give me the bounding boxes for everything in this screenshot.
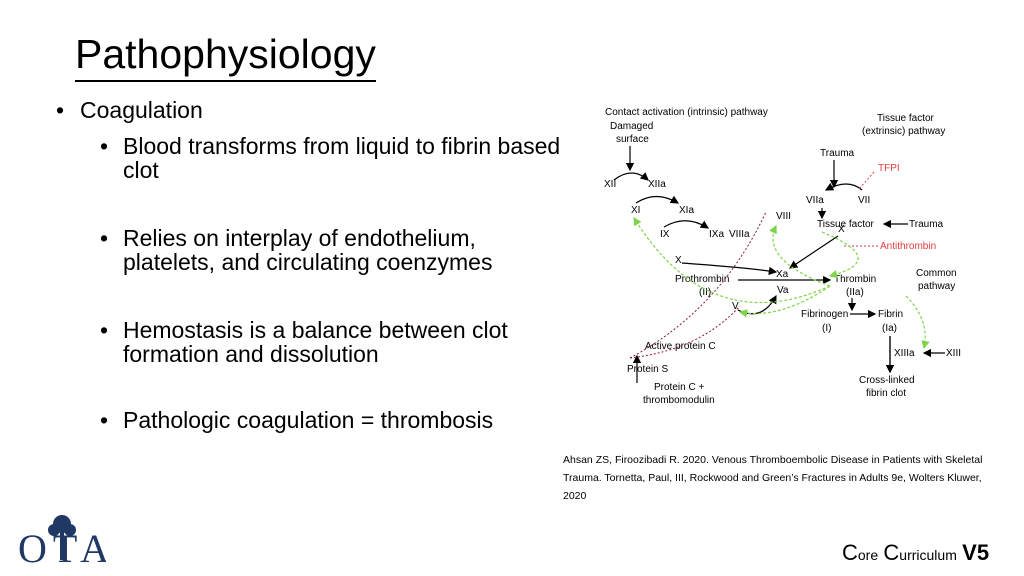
sub-bullet-thrombosis: •Pathologic coagulation = thrombosis	[100, 407, 494, 433]
label-trauma-right: Trauma	[909, 219, 944, 230]
label-ix: IX	[660, 229, 670, 240]
label-damaged-surface: Damaged	[610, 121, 653, 132]
arrow-xi-to-xia	[635, 195, 680, 204]
label-x-left: X	[675, 255, 682, 266]
label-extrinsic-pathway-2: (extrinsic) pathway	[862, 126, 945, 137]
slide-title: Pathophysiology	[75, 28, 376, 82]
label-damaged-surface-2: surface	[616, 134, 649, 145]
label-xii: XII	[604, 179, 616, 190]
arrow-x-right-to-xa	[789, 235, 839, 269]
bullet-dot: •	[100, 133, 109, 159]
label-viii: VIII	[776, 211, 791, 222]
label-protein-c-2: thrombomodulin	[643, 395, 715, 406]
label-ixa: IXa	[709, 229, 724, 240]
label-crosslinked-clot: Cross-linked	[859, 375, 915, 386]
label-xa: Xa	[776, 269, 789, 280]
core-curriculum-label: Core Curriculum V5	[842, 540, 990, 565]
label-crosslinked-clot-2: fibrin clot	[866, 388, 906, 399]
label-ia: (Ia)	[882, 323, 897, 334]
ota-logo: OTA	[18, 515, 106, 568]
feedback-from-tissue-factor	[821, 231, 859, 279]
arrow-vii-to-viia	[824, 182, 863, 191]
label-xiii: XIII	[946, 348, 961, 359]
label-viiia: VIIIa	[729, 229, 750, 240]
coagulation-cascade-diagram: Contact activation (intrinsic) pathway D…	[604, 107, 961, 406]
label-fibrin: Fibrin	[878, 309, 903, 320]
label-iia: (IIa)	[846, 287, 864, 298]
logo-text: OTA	[18, 526, 106, 568]
label-common-pathway: Common	[916, 268, 957, 279]
label-trauma-top: Trauma	[820, 148, 855, 159]
bullet-dot: •	[100, 407, 109, 433]
feedback-to-v	[738, 285, 831, 318]
label-xiia: XIIa	[648, 179, 666, 190]
arrow-x-to-xa	[681, 262, 778, 276]
label-v: V	[732, 301, 739, 312]
label-extrinsic-pathway: Tissue factor	[877, 113, 935, 124]
sub-bullet-fibrin: •Blood transforms from liquid to fibrin …	[100, 133, 561, 183]
label-tissue-factor: Tissue factor	[817, 219, 875, 230]
bullet-dot: •	[100, 317, 109, 343]
label-protein-s: Protein S	[627, 364, 668, 375]
bullet-dot: •	[100, 225, 109, 251]
label-ii: (II)	[699, 287, 711, 298]
label-thrombin: Thrombin	[834, 274, 876, 285]
label-common-pathway-2: pathway	[918, 281, 955, 292]
tree-icon	[48, 515, 76, 560]
label-intrinsic-pathway: Contact activation (intrinsic) pathway	[605, 107, 768, 118]
label-xia: XIa	[679, 205, 694, 216]
sub-bullet-hemostasis: •Hemostasis is a balance between clot fo…	[100, 317, 508, 367]
bullet-dot: •	[56, 97, 65, 123]
label-prothrombin: Prothrombin	[675, 274, 729, 285]
label-xi: XI	[631, 205, 640, 216]
arrow-v-to-va	[737, 294, 777, 315]
citation-text: Ahsan ZS, Firoozibadi R. 2020. Venous Th…	[563, 454, 983, 502]
thrombin-feedback-arrows	[633, 216, 930, 350]
label-tfpi: TFPI	[878, 163, 900, 174]
inhibitor-lines	[842, 171, 878, 247]
label-i: (I)	[822, 323, 831, 334]
arrow-ix-to-ixa	[663, 220, 710, 229]
bullet-coagulation: •Coagulation	[56, 97, 203, 123]
label-active-protein-c: Active protein C	[645, 341, 716, 352]
tfpi-inhibition	[857, 171, 875, 191]
label-vii: VII	[858, 195, 870, 206]
label-antithrombin: Antithrombin	[880, 241, 936, 252]
feedback-to-viii	[769, 224, 831, 287]
label-fibrinogen: Fibrinogen	[801, 309, 848, 320]
label-x-right: X	[838, 224, 845, 235]
arrow-xii-to-xiia	[613, 172, 649, 181]
label-protein-c: Protein C +	[654, 382, 704, 393]
feedback-to-xi	[633, 216, 831, 304]
feedback-to-common	[905, 295, 930, 350]
label-va: Va	[777, 285, 789, 296]
label-xiiia: XIIIa	[894, 348, 915, 359]
protein-c-inhibition	[629, 211, 767, 359]
label-viia: VIIa	[806, 195, 824, 206]
sub-bullet-interplay: •Relies on interplay of endothelium, pla…	[100, 225, 493, 275]
